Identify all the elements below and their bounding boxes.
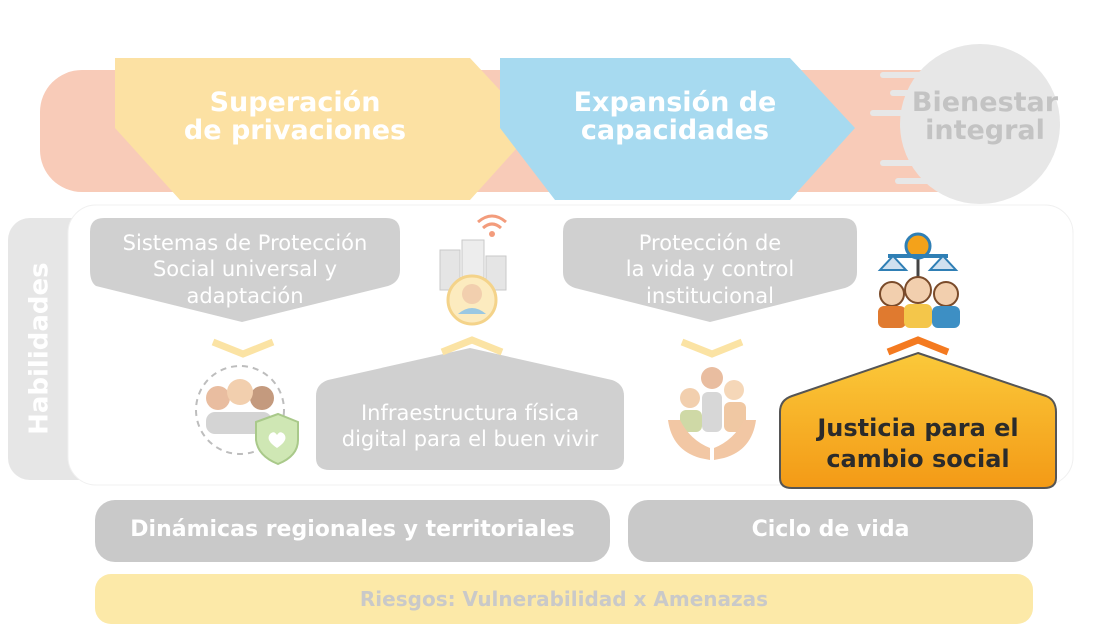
family-shield-icon <box>195 365 299 466</box>
smart-city-worker-icon <box>439 214 507 326</box>
stage-bienestar-label: Bienestar integral <box>911 87 1059 147</box>
card-proteccion-vida-label: Protección de la vida y control instituc… <box>625 231 795 308</box>
chevron-down-icon <box>211 338 275 358</box>
card-proteccion-vida-shape <box>563 218 857 322</box>
card-justicia-shape <box>779 351 1057 489</box>
dinamicas-bar <box>95 500 610 562</box>
ciclo-bar <box>628 500 1033 562</box>
chevron-down-icon <box>680 338 744 358</box>
habilidades-label: Habilidades <box>24 262 55 435</box>
riesgos-label: Riesgos: Vulnerabilidad x Amenazas <box>359 587 769 611</box>
stage-superacion-label: Superación de privaciones <box>183 87 407 147</box>
card-proteccion-social-label: Sistemas de Protección Social universal … <box>122 231 368 308</box>
stage-bienestar-shape <box>870 44 1060 204</box>
card-infraestructura-label: Infraestructura física digital para el b… <box>341 401 599 452</box>
justice-people-icon <box>877 232 960 328</box>
chevron-up-icon <box>440 336 504 356</box>
stage-superacion-shape <box>115 58 535 200</box>
hands-family-icon <box>668 367 756 460</box>
card-proteccion-social-shape <box>90 218 400 322</box>
stage-expansion-label: Expansión de capacidades <box>573 87 777 147</box>
chevron-up-icon <box>886 336 950 356</box>
stage-expansion-shape <box>500 58 855 200</box>
progression-band <box>40 44 1060 204</box>
card-infraestructura-shape <box>316 348 624 470</box>
card-justicia-label: Justicia para el cambio social <box>817 414 1019 474</box>
riesgos-bar <box>95 574 1033 624</box>
dinamicas-label: Dinámicas regionales y territoriales <box>130 517 575 542</box>
ciclo-label: Ciclo de vida <box>751 517 910 542</box>
